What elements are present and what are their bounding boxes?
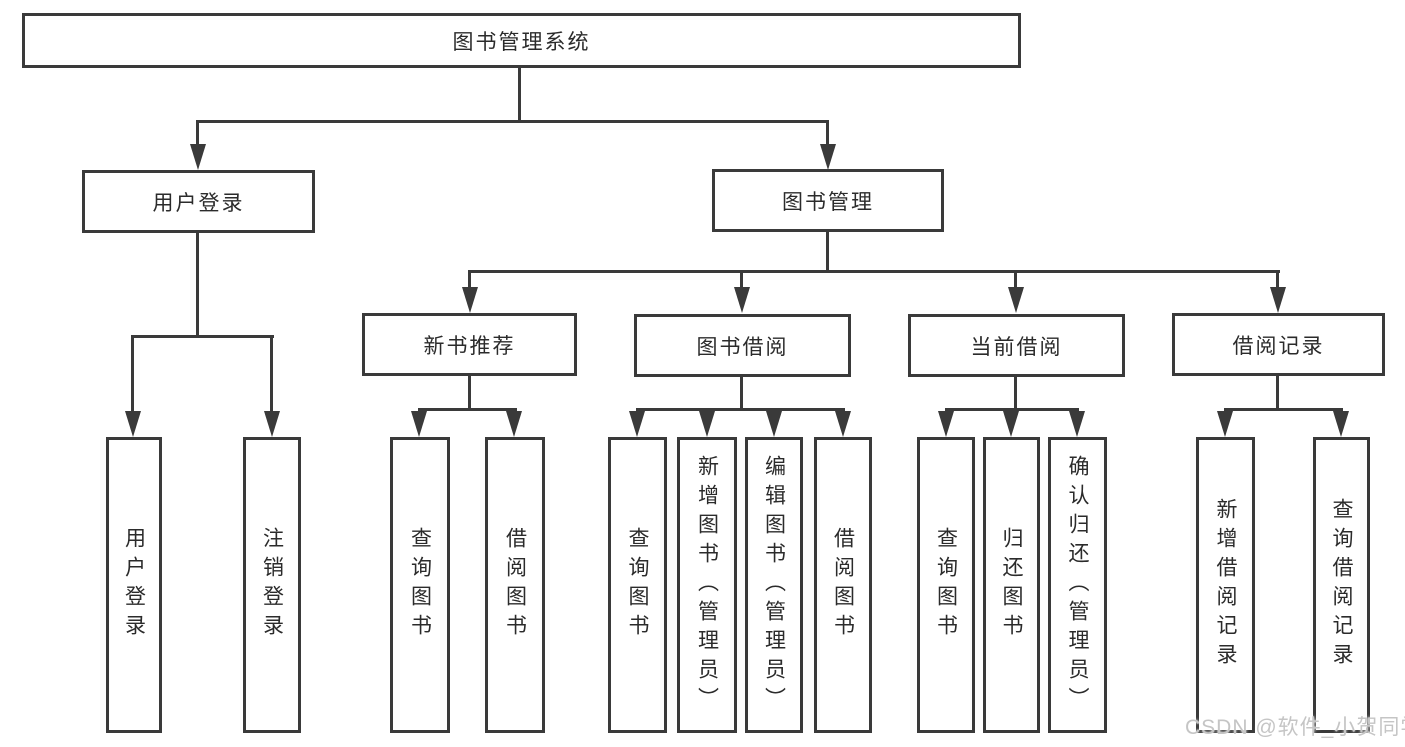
arrowhead-book-borrowing [734, 287, 750, 313]
leaf-bb-edit-books-admin: 编辑图书（管理员） [745, 437, 803, 733]
leaf-bb-borrow-books: 借阅图书 [814, 437, 872, 733]
connector-user-login-stem [196, 231, 199, 337]
leaf-cb-query-books: 查询图书 [917, 437, 975, 733]
leaf-user-login: 用户登录 [106, 437, 162, 733]
connector-current-borrowing-stem [1014, 375, 1017, 410]
connector-drop-borrowing-records [1276, 270, 1279, 292]
connector-new-book-stem [468, 374, 471, 410]
connector-borrowing-records-stem [1276, 374, 1279, 410]
arrowhead-user-login [190, 144, 206, 170]
arrowhead-bb-borrow-books [835, 411, 851, 437]
arrowhead-br-add-record [1217, 411, 1233, 437]
watermark: CSDN @软件_小贺同学 [1185, 716, 1405, 739]
arrowhead-leaf-logout [264, 411, 280, 437]
node-root: 图书管理系统 [22, 13, 1021, 68]
connector-drop-leaf-user-login [131, 335, 134, 414]
arrowhead-current-borrowing [1008, 287, 1024, 313]
arrowhead-leaf-user-login [125, 411, 141, 437]
connector-current-borrowing-leafbranch [945, 408, 1079, 411]
connector-root-stem [518, 66, 521, 123]
connector-drop-book-management [826, 120, 829, 148]
leaf-cb-confirm-return-admin: 确认归还（管理员） [1048, 437, 1107, 733]
node-borrowing-records: 借阅记录 [1172, 313, 1385, 376]
connector-drop-leaf-logout [270, 335, 273, 414]
node-book-management: 图书管理 [712, 169, 944, 232]
connector-root-branch [197, 120, 829, 123]
arrowhead-book-management [820, 144, 836, 170]
connector-book-management-stem [826, 230, 829, 273]
node-new-book-recommendation: 新书推荐 [362, 313, 577, 376]
connector-book-borrowing-stem [740, 375, 743, 410]
arrowhead-borrowing-records [1270, 287, 1286, 313]
connector-drop-book-borrowing [740, 270, 743, 292]
leaf-br-query-record: 查询借阅记录 [1313, 437, 1370, 733]
arrowhead-nb-query-books [411, 411, 427, 437]
arrowhead-br-query-record [1333, 411, 1349, 437]
leaf-nb-query-books: 查询图书 [390, 437, 450, 733]
connector-book-borrowing-leafbranch [636, 408, 845, 411]
node-current-borrowing: 当前借阅 [908, 314, 1125, 377]
connector-user-login-branch [132, 335, 274, 338]
arrowhead-nb-borrow-books [506, 411, 522, 437]
leaf-cb-return-books: 归还图书 [983, 437, 1040, 733]
connector-drop-current-borrowing [1014, 270, 1017, 292]
connector-drop-user-login [196, 120, 199, 148]
leaf-bb-add-books-admin: 新增图书（管理员） [677, 437, 737, 733]
connector-book-management-branch [469, 270, 1280, 273]
node-book-borrowing: 图书借阅 [634, 314, 851, 377]
leaf-nb-borrow-books: 借阅图书 [485, 437, 545, 733]
leaf-logout: 注销登录 [243, 437, 301, 733]
arrowhead-cb-return-books [1003, 411, 1019, 437]
node-user-login: 用户登录 [82, 170, 315, 233]
connector-new-book-branch [418, 408, 517, 411]
connector-borrowing-records-leafbranch [1224, 408, 1343, 411]
arrowhead-bb-query-books [629, 411, 645, 437]
arrowhead-cb-confirm-return [1069, 411, 1085, 437]
leaf-bb-query-books: 查询图书 [608, 437, 667, 733]
arrowhead-bb-add-books [699, 411, 715, 437]
leaf-br-add-record: 新增借阅记录 [1196, 437, 1255, 733]
arrowhead-cb-query-books [938, 411, 954, 437]
arrowhead-new-book [462, 287, 478, 313]
connector-drop-new-book [468, 270, 471, 292]
arrowhead-bb-edit-books [766, 411, 782, 437]
